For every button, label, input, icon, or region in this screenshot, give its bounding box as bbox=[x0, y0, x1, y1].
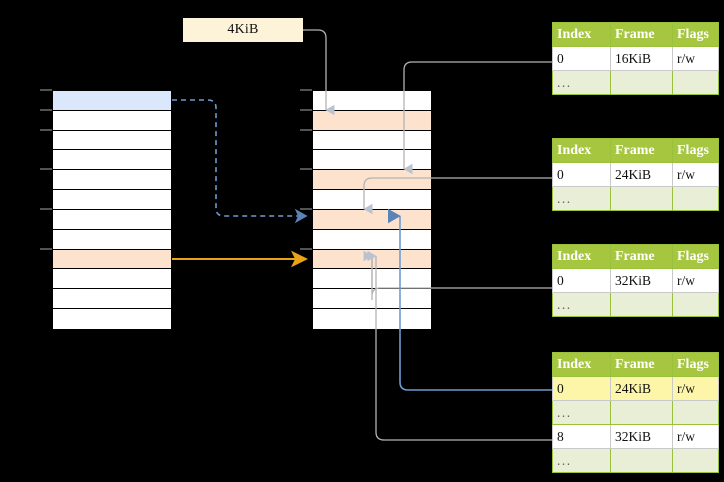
page-size-label-text: 4KiB bbox=[227, 22, 259, 37]
page-table-cell-index[interactable]: 0 bbox=[552, 46, 611, 71]
page-table-cell-frame[interactable]: 24KiB bbox=[610, 376, 673, 401]
page-table-ellipsis-row[interactable]: ... bbox=[552, 448, 719, 473]
page-table-header-flags: Flags bbox=[672, 244, 719, 269]
physical-frame-row-4[interactable] bbox=[313, 150, 431, 171]
page-table-cell-flags[interactable]: r/w bbox=[672, 376, 719, 401]
physical-frame-row-6[interactable] bbox=[313, 190, 431, 210]
page-table-header-index: Index bbox=[552, 244, 611, 269]
page-table-ellipsis-row[interactable]: ... bbox=[552, 70, 719, 95]
physical-frame-row-7[interactable] bbox=[313, 209, 431, 230]
virtual-page-row-11[interactable] bbox=[53, 289, 171, 310]
page-table-cell-flags[interactable]: r/w bbox=[672, 162, 719, 187]
page-table-cell-frame[interactable]: 16KiB bbox=[610, 46, 673, 71]
virtual-page-row-5[interactable] bbox=[53, 170, 171, 191]
page-table-cell-frame[interactable] bbox=[610, 186, 673, 211]
page-table-header-frame: Frame bbox=[610, 352, 673, 377]
virtual-page-row-2[interactable] bbox=[53, 110, 171, 131]
page-table-header-index: Index bbox=[552, 138, 611, 163]
page-table-cell-index[interactable]: ... bbox=[552, 70, 611, 95]
page-table-ellipsis-row[interactable]: ... bbox=[552, 292, 719, 317]
page-table-cell-index[interactable]: 0 bbox=[552, 376, 611, 401]
page-table-header-frame: Frame bbox=[610, 138, 673, 163]
page-table-cell-frame[interactable] bbox=[610, 70, 673, 95]
physical-frame-row-2[interactable] bbox=[313, 110, 431, 131]
virtual-page-row-1[interactable] bbox=[53, 91, 171, 111]
physical-frame-row-11[interactable] bbox=[313, 289, 431, 310]
page-table-cell-flags[interactable]: r/w bbox=[672, 46, 719, 71]
page-table-header-flags: Flags bbox=[672, 138, 719, 163]
page-table-cell-flags[interactable] bbox=[672, 186, 719, 211]
page-table-cell-index[interactable]: ... bbox=[552, 292, 611, 317]
virtual-page-row-6[interactable] bbox=[53, 190, 171, 210]
page-table-cell-index[interactable]: ... bbox=[552, 186, 611, 211]
page-table-cell-frame[interactable] bbox=[610, 400, 673, 425]
virtual-page-row-3[interactable] bbox=[53, 130, 171, 151]
page-table-cell-frame[interactable]: 32KiB bbox=[610, 268, 673, 293]
page-table-cell-frame[interactable] bbox=[610, 292, 673, 317]
virtual-row-tick-marks bbox=[40, 89, 52, 250]
virtual-page-row-4[interactable] bbox=[53, 150, 171, 171]
page-table-cell-flags[interactable] bbox=[672, 448, 719, 473]
page-table-header-flags: Flags bbox=[672, 22, 719, 47]
page-table-ellipsis-row[interactable]: ... bbox=[552, 400, 719, 425]
page-table-header-frame: Frame bbox=[610, 22, 673, 47]
virtual-address-space-table bbox=[52, 90, 172, 329]
page-table-cell-index[interactable]: 0 bbox=[552, 268, 611, 293]
page-table-cell-frame[interactable]: 24KiB bbox=[610, 162, 673, 187]
page-table-header-frame: Frame bbox=[610, 244, 673, 269]
page-table-cell-frame[interactable] bbox=[610, 448, 673, 473]
page-table-ellipsis-row[interactable]: ... bbox=[552, 186, 719, 211]
virtual-page-row-10[interactable] bbox=[53, 269, 171, 290]
page-table-cell-index[interactable]: ... bbox=[552, 448, 611, 473]
page-table-cell-flags[interactable]: r/w bbox=[672, 268, 719, 293]
physical-frame-row-1[interactable] bbox=[313, 91, 431, 111]
page-table-cell-index[interactable]: 8 bbox=[552, 424, 611, 449]
virtual-page-row-7[interactable] bbox=[53, 209, 171, 230]
page-table-header-index: Index bbox=[552, 352, 611, 377]
virtual-page-row-8[interactable] bbox=[53, 229, 171, 250]
virtual-page-row-12[interactable] bbox=[53, 309, 171, 329]
page-table-cell-index[interactable]: 0 bbox=[552, 162, 611, 187]
page-table-cell-flags[interactable] bbox=[672, 400, 719, 425]
physical-memory-table bbox=[312, 90, 432, 329]
physical-frame-row-12[interactable] bbox=[313, 309, 431, 329]
physical-row-tick-marks bbox=[300, 89, 312, 250]
wire-virtual-blue-to-physical bbox=[172, 99, 308, 224]
page-size-label-4kib: 4KiB bbox=[183, 18, 303, 42]
page-table-cell-index[interactable]: ... bbox=[552, 400, 611, 425]
physical-frame-row-8[interactable] bbox=[313, 229, 431, 250]
page-table-cell-flags[interactable]: r/w bbox=[672, 424, 719, 449]
physical-frame-row-10[interactable] bbox=[313, 269, 431, 290]
virtual-page-row-9[interactable] bbox=[53, 249, 171, 270]
physical-frame-row-3[interactable] bbox=[313, 130, 431, 151]
page-table-cell-flags[interactable] bbox=[672, 292, 719, 317]
physical-frame-row-5[interactable] bbox=[313, 170, 431, 191]
page-table-header-index: Index bbox=[552, 22, 611, 47]
page-table-header-flags: Flags bbox=[672, 352, 719, 377]
page-table-cell-flags[interactable] bbox=[672, 70, 719, 95]
page-table-cell-frame[interactable]: 32KiB bbox=[610, 424, 673, 449]
physical-frame-row-9[interactable] bbox=[313, 249, 431, 270]
